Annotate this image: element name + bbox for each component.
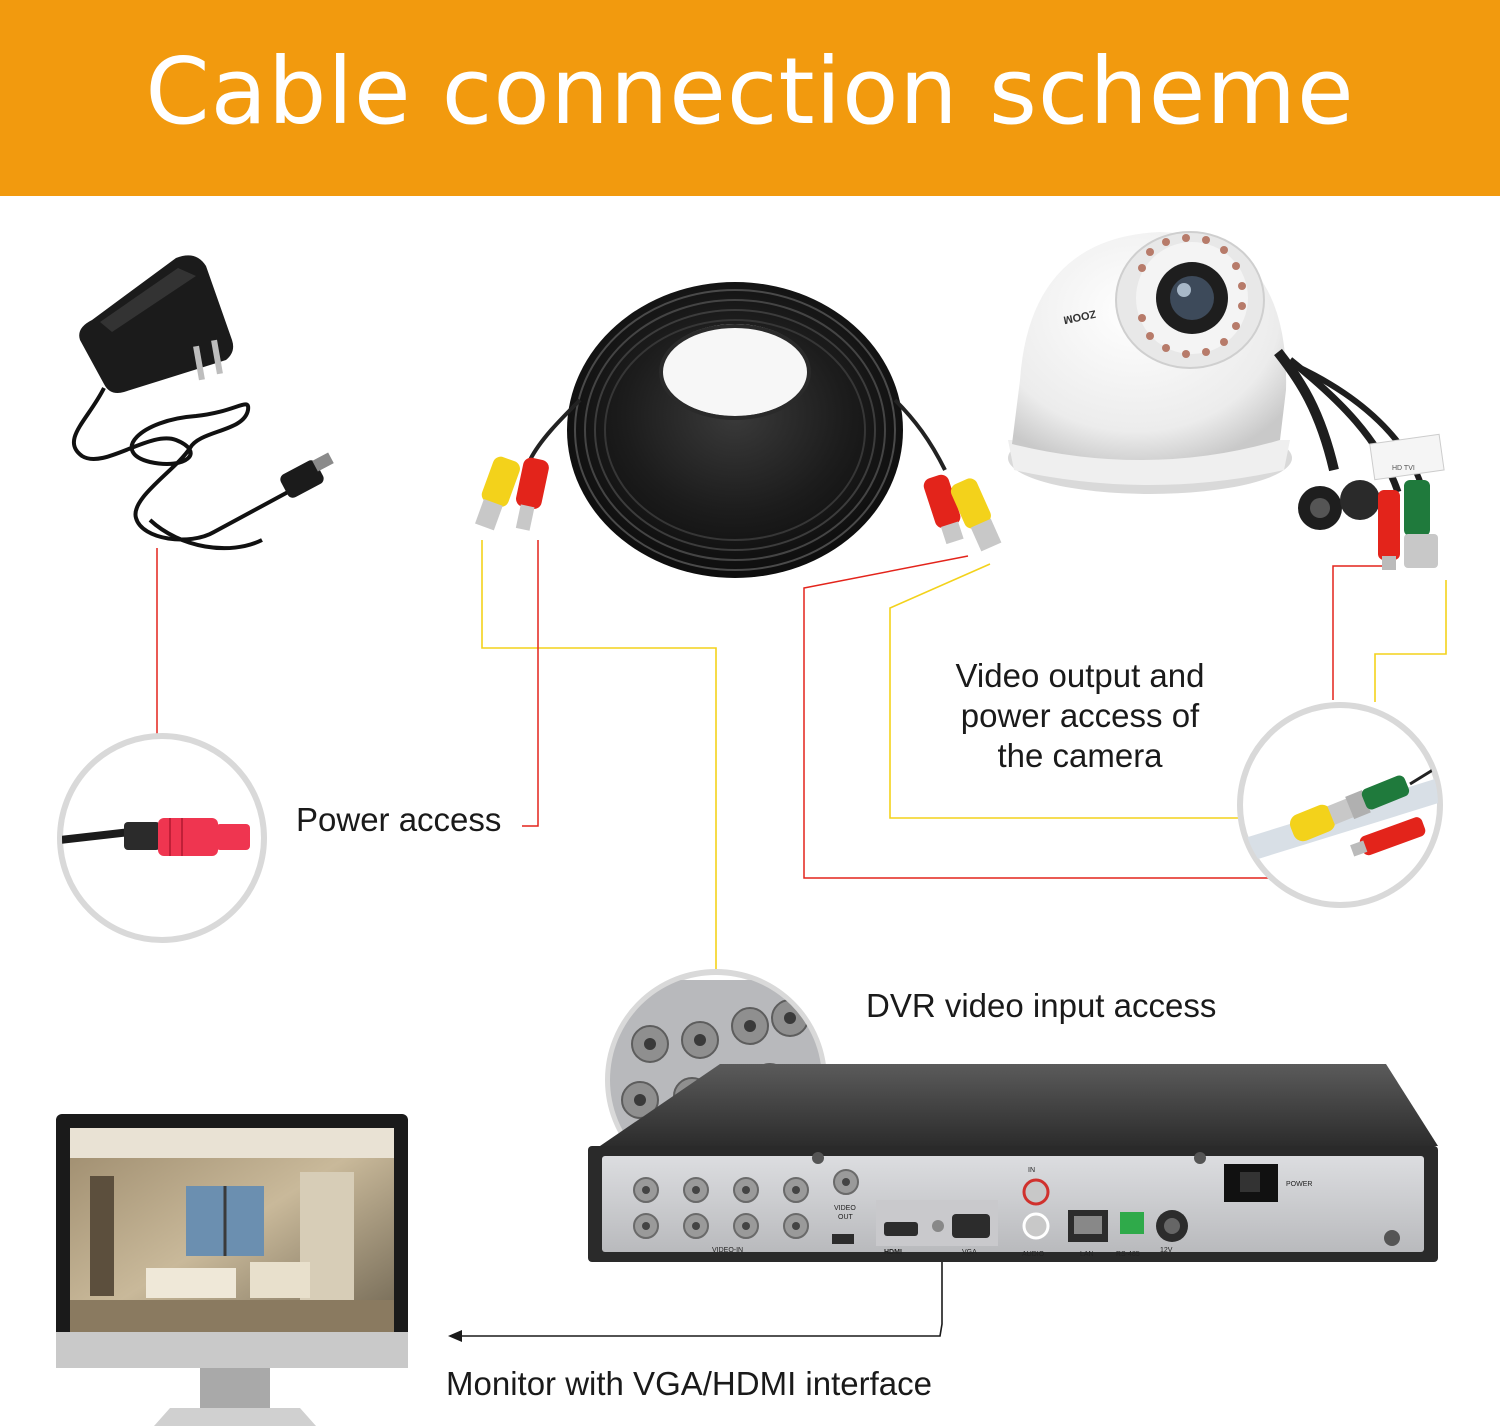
header-banner: Cable connection scheme [0, 0, 1500, 196]
camera-tag: HD TVI [1392, 465, 1415, 472]
dvr-video-in-label: VIDEO-IN [712, 1247, 743, 1254]
dvr-recorder-image: VIDEO-IN VIDEO OUT HDMI VGA IN AUDIO LAN… [588, 1064, 1438, 1262]
monitor-label: Monitor with VGA/HDMI interface [446, 1365, 932, 1402]
cable-right-video-wire [889, 563, 1245, 819]
dvr-12v-label: 12V [1160, 1247, 1173, 1254]
camera-power-wire [1332, 565, 1386, 700]
dvr-lan-label: LAN [1080, 1251, 1094, 1258]
power-adapter-image [72, 255, 334, 551]
vga-output-wire [448, 1250, 943, 1342]
dvr-input-label: DVR video input access [866, 987, 1217, 1024]
dvr-vga-label: VGA [962, 1249, 977, 1256]
dvr-video-out-label-2: OUT [838, 1214, 854, 1221]
cable-left-video-wire [481, 540, 717, 972]
bnc-cable-coil-image [475, 282, 1002, 578]
power-plug-zoom-circle [57, 733, 267, 943]
camera-video-wire [1374, 580, 1447, 702]
video-output-line-1: Video output and [955, 657, 1205, 694]
dvr-video-out-label-1: VIDEO [834, 1205, 856, 1212]
video-output-line-2: power access of [960, 697, 1200, 734]
camera-connector-zoom-circle [1237, 702, 1443, 908]
dvr-rs485-label: RS-485 [1116, 1251, 1140, 1258]
monitor-image [56, 1114, 408, 1426]
video-output-line-3: the camera [997, 737, 1163, 774]
power-access-label: Power access [296, 801, 502, 838]
dvr-power-label: POWER [1286, 1181, 1312, 1188]
dvr-audio-in-label: IN [1028, 1167, 1035, 1174]
dome-camera-image: ZOOM HD TVI [1008, 231, 1445, 570]
video-output-label: Video output and power access of the cam… [930, 656, 1230, 776]
dvr-hdmi-label: HDMI [884, 1249, 902, 1256]
cable-left-power-wire [522, 540, 539, 827]
dvr-audio-label: AUDIO [1022, 1251, 1045, 1258]
cable-right-power-wire [803, 555, 1270, 879]
page-title: Cable connection scheme [145, 38, 1355, 145]
